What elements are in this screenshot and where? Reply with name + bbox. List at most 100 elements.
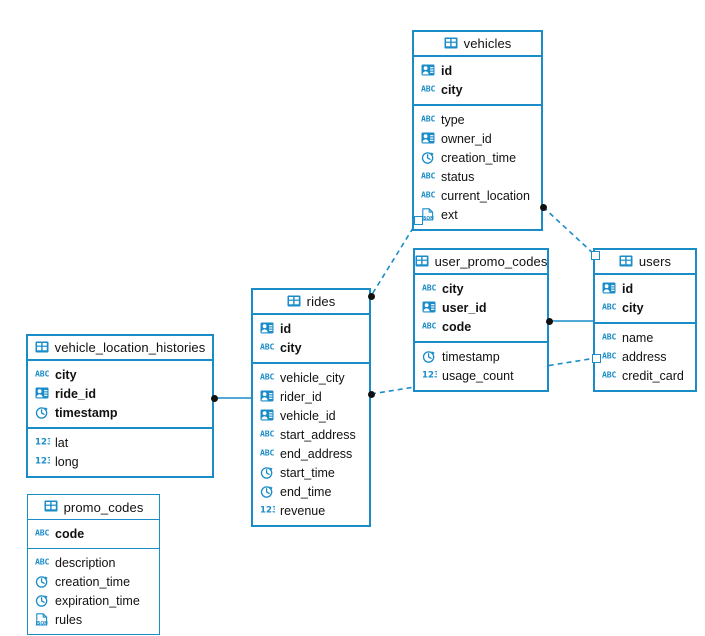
field-row[interactable]: ABC start_address — [253, 425, 369, 444]
field-name: id — [622, 281, 634, 296]
field-row[interactable]: start_time — [253, 463, 369, 482]
primary-key-row[interactable]: ABC city — [415, 279, 547, 298]
field-name: city — [280, 340, 302, 355]
primary-key-row[interactable]: ride_id — [28, 384, 212, 403]
field-name: owner_id — [441, 131, 492, 146]
clock-icon — [35, 575, 50, 589]
field-name: end_address — [280, 446, 353, 461]
table-header-user_promo_codes[interactable]: user_promo_codes — [415, 250, 547, 275]
field-row[interactable]: vehicle_id — [253, 406, 369, 425]
relationship-source-marker-dot — [367, 390, 375, 398]
svg-text:ABC: ABC — [260, 447, 274, 457]
relationship-source-marker-dot — [539, 203, 547, 211]
field-row[interactable]: end_time — [253, 482, 369, 501]
abc-text-icon: ABC — [422, 282, 437, 296]
field-name: start_time — [280, 465, 335, 480]
primary-key-row[interactable]: timestamp — [28, 403, 212, 422]
svg-text:ABC: ABC — [421, 83, 435, 93]
table-name: promo_codes — [63, 499, 144, 515]
svg-text:JSON: JSON — [421, 215, 434, 221]
field-row[interactable]: expiration_time — [28, 591, 159, 610]
field-row[interactable]: owner_id — [414, 129, 541, 148]
field-name: start_address — [280, 427, 356, 442]
primary-key-row[interactable]: id — [595, 279, 695, 298]
field-name: city — [442, 281, 464, 296]
table-header-rides[interactable]: rides — [253, 290, 369, 315]
field-name: status — [441, 169, 475, 184]
table-header-vehicles[interactable]: vehicles — [414, 32, 541, 57]
svg-text:123: 123 — [35, 437, 50, 446]
relationship-target-marker-square — [591, 353, 601, 363]
field-row[interactable]: rider_id — [253, 387, 369, 406]
table-header-vehicle_location_histories[interactable]: vehicle_location_histories — [28, 336, 212, 361]
table-grid-icon — [619, 255, 633, 269]
primary-key-row[interactable]: user_id — [415, 298, 547, 317]
svg-text:ABC: ABC — [35, 527, 49, 537]
field-name: rules — [55, 612, 83, 627]
primary-key-row[interactable]: id — [414, 61, 541, 80]
field-name: id — [441, 63, 453, 78]
svg-text:ABC: ABC — [422, 282, 436, 292]
field-row[interactable]: JSON rules — [28, 610, 159, 629]
field-name: timestamp — [442, 349, 500, 364]
table-header-users[interactable]: users — [595, 250, 695, 275]
svg-text:ABC: ABC — [602, 331, 616, 341]
svg-text:123: 123 — [422, 370, 437, 379]
id-card-icon — [260, 322, 275, 336]
field-row[interactable]: creation_time — [28, 572, 159, 591]
svg-text:JSON: JSON — [35, 620, 48, 626]
relationship-line-vehicles-users[interactable] — [542, 206, 596, 256]
abc-text-icon: ABC — [422, 320, 437, 334]
123-number-icon: 123 — [422, 369, 437, 383]
abc-text-icon: ABC — [602, 369, 617, 383]
field-name: rider_id — [280, 389, 322, 404]
clock-icon — [421, 151, 436, 165]
svg-text:ABC: ABC — [421, 170, 435, 180]
field-row[interactable]: ABC status — [414, 167, 541, 186]
svg-text:ABC: ABC — [260, 428, 274, 438]
field-row[interactable]: ABC end_address — [253, 444, 369, 463]
primary-key-row[interactable]: id — [253, 319, 369, 338]
table-grid-icon — [444, 37, 458, 51]
abc-text-icon: ABC — [35, 556, 50, 570]
field-row[interactable]: creation_time — [414, 148, 541, 167]
table-grid-icon — [287, 295, 301, 309]
relationship-line-vehicles-rides[interactable] — [370, 219, 419, 297]
field-name: city — [622, 300, 644, 315]
123-number-icon: 123 — [35, 455, 50, 469]
field-row[interactable]: timestamp — [415, 347, 547, 366]
id-card-icon — [35, 387, 50, 401]
table-name: vehicle_location_histories — [54, 340, 206, 355]
table-grid-icon — [415, 255, 429, 269]
clock-icon — [35, 406, 50, 420]
table-header-promo_codes[interactable]: promo_codes — [28, 495, 159, 520]
